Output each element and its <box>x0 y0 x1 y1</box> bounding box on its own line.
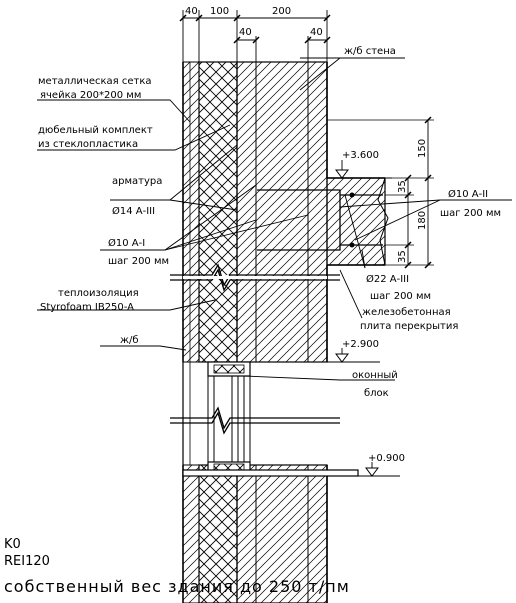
dim-100: 100 <box>210 6 229 17</box>
label-rc-short: ж/б <box>120 335 139 346</box>
outer-concrete-layer <box>182 61 200 363</box>
label-window-line2: блок <box>364 388 389 399</box>
slab-body <box>326 177 386 266</box>
label-dowel-line2: из стеклопластика <box>38 139 138 150</box>
label-insul-line1: теплоизоляция <box>58 288 139 299</box>
window-block <box>182 361 359 477</box>
right-dimensions: 150 35 180 35 <box>327 116 434 269</box>
dim-40-mid: 40 <box>239 27 252 38</box>
label-rebar-line1: арматура <box>112 176 162 187</box>
label-mesh-line2: ячейка 200*200 мм <box>40 90 141 101</box>
fire-resistance-rei: REI120 <box>4 554 50 569</box>
lower-insulation <box>198 464 238 603</box>
dim-40-right: 40 <box>310 27 323 38</box>
label-dowel-line1: дюбельный комплект <box>38 125 153 136</box>
label-bar22-line1: Ø22 А-III <box>366 273 409 285</box>
top-dimensions: 40 100 200 40 40 <box>179 6 331 62</box>
dim-200: 200 <box>272 6 291 17</box>
label-right-bar-line1: Ø10 А-II <box>448 188 488 200</box>
level-3600: +3.600 <box>342 150 379 161</box>
dim-35-top: 35 <box>397 180 408 193</box>
label-bars10-line1: Ø10 А-I <box>108 237 145 249</box>
dim-35-bottom: 35 <box>397 250 408 263</box>
inner-concrete-wall <box>236 61 328 363</box>
label-rc-wall: ж/б стена <box>344 46 396 57</box>
level-0900: +0.900 <box>368 453 405 464</box>
label-slab-line1: железобетонная <box>362 307 451 318</box>
window-sill <box>182 469 359 477</box>
annotation-labels: ж/б стена металлическая сетка ячейка 200… <box>38 46 501 399</box>
break-lines <box>170 263 340 435</box>
leader-lines <box>37 57 512 381</box>
label-bar22-line2: шаг 200 мм <box>370 291 431 302</box>
wall-body <box>182 61 328 603</box>
lower-inner-concrete <box>236 464 328 603</box>
label-insul-line2: Styrofoam IB250-A <box>40 302 134 313</box>
label-slab-line2: плита перекрытия <box>360 321 458 332</box>
label-rebar-line2: Ø14 А-III <box>112 205 155 217</box>
dim-150: 150 <box>417 139 428 158</box>
fire-class-k0: K0 <box>4 537 21 552</box>
self-weight-note: собственный вес здания до 250 т/пм <box>4 577 350 596</box>
label-right-bar-line2: шаг 200 мм <box>440 208 501 219</box>
level-2900: +2.900 <box>342 339 379 350</box>
label-mesh-line1: металлическая сетка <box>38 76 152 87</box>
label-window-line1: оконный <box>352 370 398 381</box>
dim-180: 180 <box>417 211 428 230</box>
level-marks: +3.600 +2.900 +0.900 <box>327 150 405 477</box>
label-bars10-line2: шаг 200 мм <box>108 256 169 267</box>
dim-40-top-left: 40 <box>185 6 198 17</box>
